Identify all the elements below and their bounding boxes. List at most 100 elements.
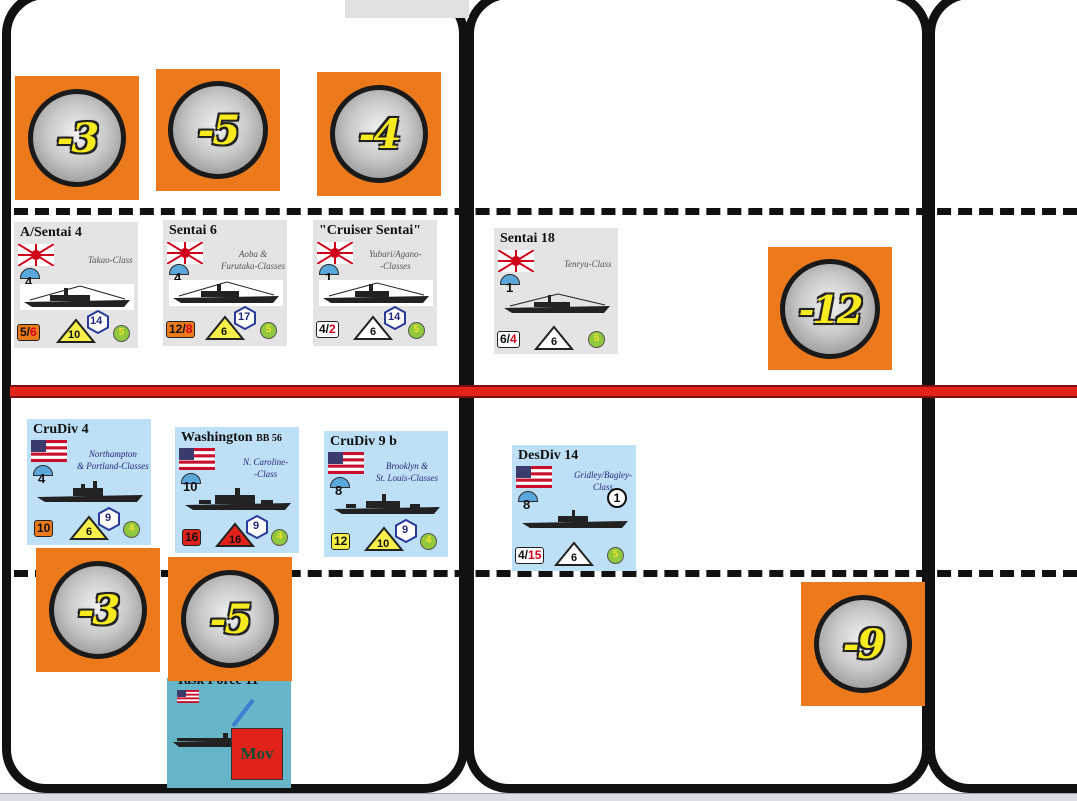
unit-class: Gridley/Bagley- Class (574, 470, 632, 492)
gun-value: 16 (182, 529, 202, 546)
task-force-counter[interactable]: Task Force 11 Mov (167, 678, 291, 788)
speed-value: 14 (90, 315, 103, 327)
marker-value: -5 (209, 595, 252, 643)
armor-triangle-icon (56, 318, 96, 343)
gun-value: 5/6 (17, 324, 40, 341)
unit-hull-number: BB 56 (256, 433, 282, 444)
japan-flag-icon (167, 242, 203, 264)
gun-value-secondary: 2 (329, 322, 336, 336)
range-value: 1 (325, 270, 333, 285)
japan-flag-icon (18, 244, 54, 266)
aircraft-value: 5 (113, 325, 130, 342)
marker-value: -3 (56, 114, 99, 162)
gun-value: 12 (331, 533, 351, 550)
range-value: 8 (523, 497, 531, 512)
marker-disc: -12 (780, 259, 880, 359)
marker-disc: -5 (168, 81, 268, 179)
window-bottom-edge (0, 793, 1077, 801)
battleship-silhouette-icon (185, 488, 291, 510)
unit-class: N. Caroline- -Class (243, 457, 289, 479)
armor-value: 10 (68, 329, 81, 341)
armor-triangle-icon (215, 522, 255, 547)
carrier-silhouette-icon (173, 733, 249, 747)
unit-counter-sentai-6[interactable]: Sentai 6 Aoba & Furutaka-Classes 4 12/8 … (163, 220, 287, 346)
combat-marker[interactable]: -3 (15, 76, 139, 200)
speed-value: 9 (253, 520, 260, 532)
combat-marker[interactable]: -9 (801, 582, 925, 706)
speed-hex-icon (98, 507, 120, 531)
aircraft-value: 5 (408, 322, 425, 339)
speed-hex-icon (87, 310, 109, 334)
marker-disc: -3 (28, 89, 126, 187)
unit-class: Tenryu-Class (564, 259, 612, 269)
armor-value: 6 (571, 552, 578, 564)
unit-counter-sentai-18[interactable]: Sentai 18 Tenryu-Class 1 6/4 6 5 (494, 228, 618, 354)
unit-class: Northampton & Portland-Classes (77, 449, 149, 471)
cruiser-silhouette-icon (37, 481, 143, 502)
unit-counter-washington[interactable]: Washington BB 56 N. Caroline- -Class 10 … (175, 427, 299, 553)
armor-triangle-icon (205, 315, 245, 340)
us-flag-icon (31, 440, 67, 462)
combat-marker[interactable]: -4 (317, 72, 441, 196)
armor-value: 6 (221, 326, 228, 338)
unit-class: Yubari/Agano- -Classes (369, 249, 422, 271)
gun-value-secondary: 15 (528, 548, 542, 562)
aircraft-value: 4 (271, 529, 288, 546)
combat-marker[interactable]: -3 (36, 548, 160, 672)
armor-value: 10 (377, 538, 390, 550)
top-tab (345, 0, 469, 18)
combat-marker[interactable]: -5 (156, 69, 280, 191)
unit-counter-crudiv-9b[interactable]: CruDiv 9 b Brooklyn & St. Louis-Classes … (324, 431, 448, 557)
speed-value: 9 (105, 512, 112, 524)
unit-class: Takao-Class (88, 255, 133, 265)
range-value: 8 (335, 483, 343, 498)
armor-triangle-icon (534, 325, 574, 350)
cruiser-silhouette-icon (334, 494, 440, 514)
marker-disc: -9 (814, 595, 912, 693)
combat-marker[interactable]: -12 (768, 247, 892, 370)
range-value: 4 (38, 471, 46, 486)
marker-value: -12 (798, 286, 864, 332)
range-value: 4 (174, 270, 182, 285)
unit-name-main: Washington (181, 430, 253, 445)
marker-value: -4 (358, 110, 401, 158)
us-flag-icon (328, 452, 364, 474)
gun-value: 12/8 (166, 321, 196, 338)
armor-value: 6 (370, 326, 377, 338)
unit-counter-crudiv-4[interactable]: CruDiv 4 Northampton & Portland-Classes … (27, 419, 151, 545)
armor-value: 6 (86, 526, 93, 538)
combat-marker[interactable]: -5 (168, 557, 292, 681)
speed-hex-icon (384, 306, 406, 330)
move-marker[interactable]: Mov (231, 728, 283, 780)
gun-value-secondary: 8 (185, 322, 193, 336)
move-marker-label: Mov (240, 744, 274, 763)
unit-counter-cruiser-sentai[interactable]: "Cruiser Sentai" Yubari/Agano- -Classes … (313, 220, 437, 346)
task-force-name: Task Force 11 (176, 678, 259, 688)
range-value: 1 (506, 280, 514, 295)
unit-name: A/Sentai 4 (20, 225, 82, 240)
armor-triangle-icon (69, 515, 109, 540)
unit-counter-a-sentai-4[interactable]: A/Sentai 4 Takao-Class 4 5/6 10 14 5 (14, 222, 138, 348)
cruiser-silhouette-icon (504, 293, 610, 313)
marker-disc: -3 (49, 561, 147, 659)
gun-value-secondary: 6 (30, 325, 37, 339)
speed-hex-icon (234, 306, 256, 330)
marker-value: -3 (77, 586, 120, 634)
aircraft-value: 5 (588, 331, 605, 348)
range-value: 10 (183, 479, 198, 494)
armor-value: 16 (229, 534, 242, 546)
aircraft-value: 5 (260, 322, 277, 339)
unit-name: Sentai 6 (169, 223, 217, 238)
cruiser-silhouette-icon (20, 284, 134, 310)
gun-value: 4/2 (316, 321, 339, 338)
dashed-line-lower (14, 570, 1077, 577)
speed-value: 9 (402, 524, 409, 536)
gun-value: 6/4 (497, 331, 520, 348)
unit-counter-desdiv-14[interactable]: DesDiv 14 Gridley/Bagley- Class 1 8 4/15… (512, 445, 636, 571)
aircraft-value: 4 (420, 533, 437, 550)
unit-class: Brooklyn & St. Louis-Classes (376, 461, 439, 483)
gun-value-secondary: 4 (510, 332, 517, 346)
aircraft-value: 5 (607, 547, 624, 564)
armor-triangle-icon (554, 541, 594, 566)
unit-name: Sentai 18 (500, 231, 555, 246)
